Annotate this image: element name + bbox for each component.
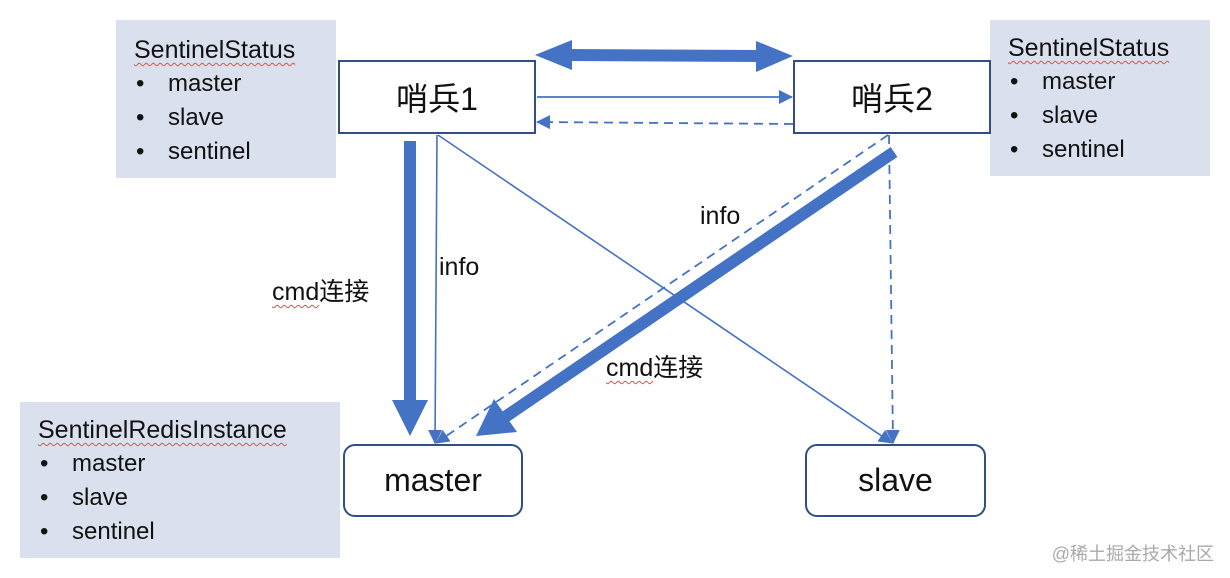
node-label: 哨兵2 bbox=[851, 81, 933, 117]
edge-label-s1-info: info bbox=[439, 253, 480, 281]
node-master[interactable]: master bbox=[343, 444, 523, 517]
edge-s2-to-s1-dashed bbox=[536, 115, 794, 130]
list-item: •master bbox=[1008, 65, 1210, 99]
bullet-icon: • bbox=[136, 104, 145, 131]
list-item: •slave bbox=[38, 481, 340, 515]
panel-title: SentinelStatus bbox=[134, 36, 296, 64]
edge-s2-to-slave bbox=[885, 134, 900, 444]
bullet-icon: • bbox=[1010, 136, 1019, 163]
edge-label-s2-info: info bbox=[700, 202, 741, 230]
bullet-icon: • bbox=[40, 484, 49, 511]
panel-title: SentinelRedisInstance bbox=[38, 416, 287, 444]
watermark: @稀土掘金技术社区 bbox=[1051, 544, 1214, 564]
sentinel1-status-panel: SentinelStatus •master •slave •sentinel bbox=[116, 20, 336, 178]
edge-sentinel-bidirectional bbox=[535, 40, 793, 72]
edge-s1-cmd-master bbox=[392, 141, 428, 436]
node-sentinel1[interactable]: 哨兵1 bbox=[338, 60, 536, 134]
edge-s2-info-master bbox=[435, 134, 889, 444]
bullet-icon: • bbox=[1010, 68, 1019, 95]
node-label: slave bbox=[858, 462, 933, 498]
edge-label-s2-cmd: cmd连接 bbox=[606, 354, 704, 382]
list-item: •sentinel bbox=[1008, 133, 1210, 167]
panel-title: SentinelStatus bbox=[1008, 34, 1170, 62]
node-slave[interactable]: slave bbox=[805, 444, 986, 517]
edge-s1-to-slave bbox=[437, 134, 893, 444]
list-item: •sentinel bbox=[38, 515, 340, 549]
bullet-icon: • bbox=[136, 70, 145, 97]
edge-s2-cmd-master bbox=[476, 147, 898, 436]
list-item: •slave bbox=[1008, 99, 1210, 133]
bullet-icon: • bbox=[40, 450, 49, 477]
list-item: •slave bbox=[134, 101, 336, 135]
node-label: 哨兵1 bbox=[396, 81, 478, 117]
list-item: •master bbox=[134, 67, 336, 101]
list-item: •master bbox=[38, 447, 340, 481]
list-item: •sentinel bbox=[134, 135, 336, 169]
edge-label-s1-cmd: cmd连接 bbox=[272, 278, 370, 306]
bullet-icon: • bbox=[1010, 102, 1019, 129]
node-label: master bbox=[384, 462, 482, 498]
node-sentinel2[interactable]: 哨兵2 bbox=[793, 60, 991, 134]
redis-instance-panel: SentinelRedisInstance •master •slave •se… bbox=[20, 402, 340, 558]
bullet-icon: • bbox=[40, 518, 49, 545]
sentinel2-status-panel: SentinelStatus •master •slave •sentinel bbox=[990, 20, 1210, 176]
bullet-icon: • bbox=[136, 138, 145, 165]
edge-s1-info-master bbox=[428, 134, 443, 444]
